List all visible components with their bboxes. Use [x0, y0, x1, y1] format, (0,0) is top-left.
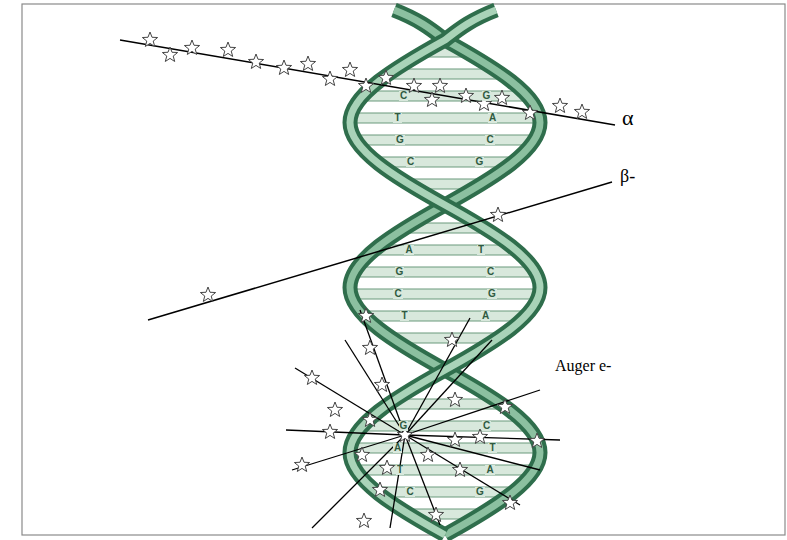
frame	[22, 4, 785, 535]
ionization-star	[362, 340, 377, 354]
base-letter: T	[400, 311, 408, 321]
ionization-star	[458, 88, 473, 102]
base-letter: C	[485, 135, 494, 145]
ionization-star	[444, 332, 459, 346]
base-letter: G	[395, 135, 405, 145]
ionization-star	[342, 62, 357, 76]
base-letter: C	[405, 487, 414, 497]
ionization-star	[362, 412, 377, 426]
base-letter: C	[406, 157, 415, 167]
base-letter: A	[485, 465, 494, 475]
ionization-star	[374, 377, 389, 391]
base-letter: A	[404, 245, 413, 255]
base-letter: T	[477, 245, 485, 255]
base-letter: A	[481, 311, 490, 321]
ionization-star	[184, 40, 199, 54]
ionization-star	[327, 402, 342, 416]
ionization-star	[529, 433, 544, 447]
ionization-star	[354, 447, 369, 461]
base-letter: G	[475, 157, 485, 167]
ionization-star	[472, 429, 487, 443]
ionization-star	[574, 104, 589, 118]
base-letter: G	[395, 267, 405, 277]
ionization-star	[497, 399, 512, 413]
ionization-star	[304, 370, 319, 384]
base-letter: A	[393, 443, 402, 453]
dna-strands	[350, 10, 540, 535]
ionization-star	[372, 482, 387, 496]
ionization-star	[552, 98, 567, 112]
alpha-track	[120, 32, 615, 125]
track-label: β-	[620, 167, 635, 185]
ionization-star	[447, 392, 462, 406]
ionization-star	[452, 462, 467, 476]
base-letter: C	[486, 267, 495, 277]
ionization-star	[200, 287, 215, 301]
ionization-star	[502, 495, 517, 509]
ionization-star	[379, 460, 394, 474]
ionization-star	[378, 70, 393, 84]
track-label: α	[622, 107, 634, 129]
base-letter: G	[487, 289, 497, 299]
auger-stars	[294, 308, 544, 527]
base-letter: G	[482, 91, 492, 101]
ionization-star	[358, 308, 373, 322]
ionization-star	[248, 54, 263, 68]
auger-burst	[286, 310, 560, 528]
ionization-star	[322, 424, 337, 438]
base-letter: G	[399, 421, 409, 431]
ionization-star	[406, 78, 421, 92]
ionization-star	[428, 507, 443, 521]
track-label: Auger e-	[555, 358, 611, 374]
ionization-star	[522, 105, 537, 119]
base-letter: C	[393, 289, 402, 299]
ionization-star	[322, 71, 337, 85]
ionization-star	[494, 90, 509, 104]
ionization-star	[142, 32, 157, 46]
base-letter: C	[399, 91, 408, 101]
ionization-star	[432, 78, 447, 92]
ionization-star	[300, 56, 315, 70]
base-letter: C	[482, 421, 491, 431]
ionization-star	[420, 447, 435, 461]
ionization-star	[358, 78, 373, 92]
ionization-star	[424, 92, 439, 106]
base-letter: T	[488, 443, 496, 453]
beta-track	[148, 182, 612, 320]
ionization-star	[447, 432, 462, 446]
ionization-star	[294, 457, 309, 471]
ionization-star	[162, 47, 177, 61]
base-pairs	[350, 47, 540, 519]
ionization-star	[490, 207, 505, 221]
ionization-star	[276, 60, 291, 74]
base-letter: G	[475, 487, 485, 497]
ionization-star	[220, 42, 235, 56]
base-letter: A	[488, 113, 497, 123]
ionization-star	[356, 513, 371, 527]
base-letter: T	[396, 465, 404, 475]
base-letter: T	[393, 113, 401, 123]
